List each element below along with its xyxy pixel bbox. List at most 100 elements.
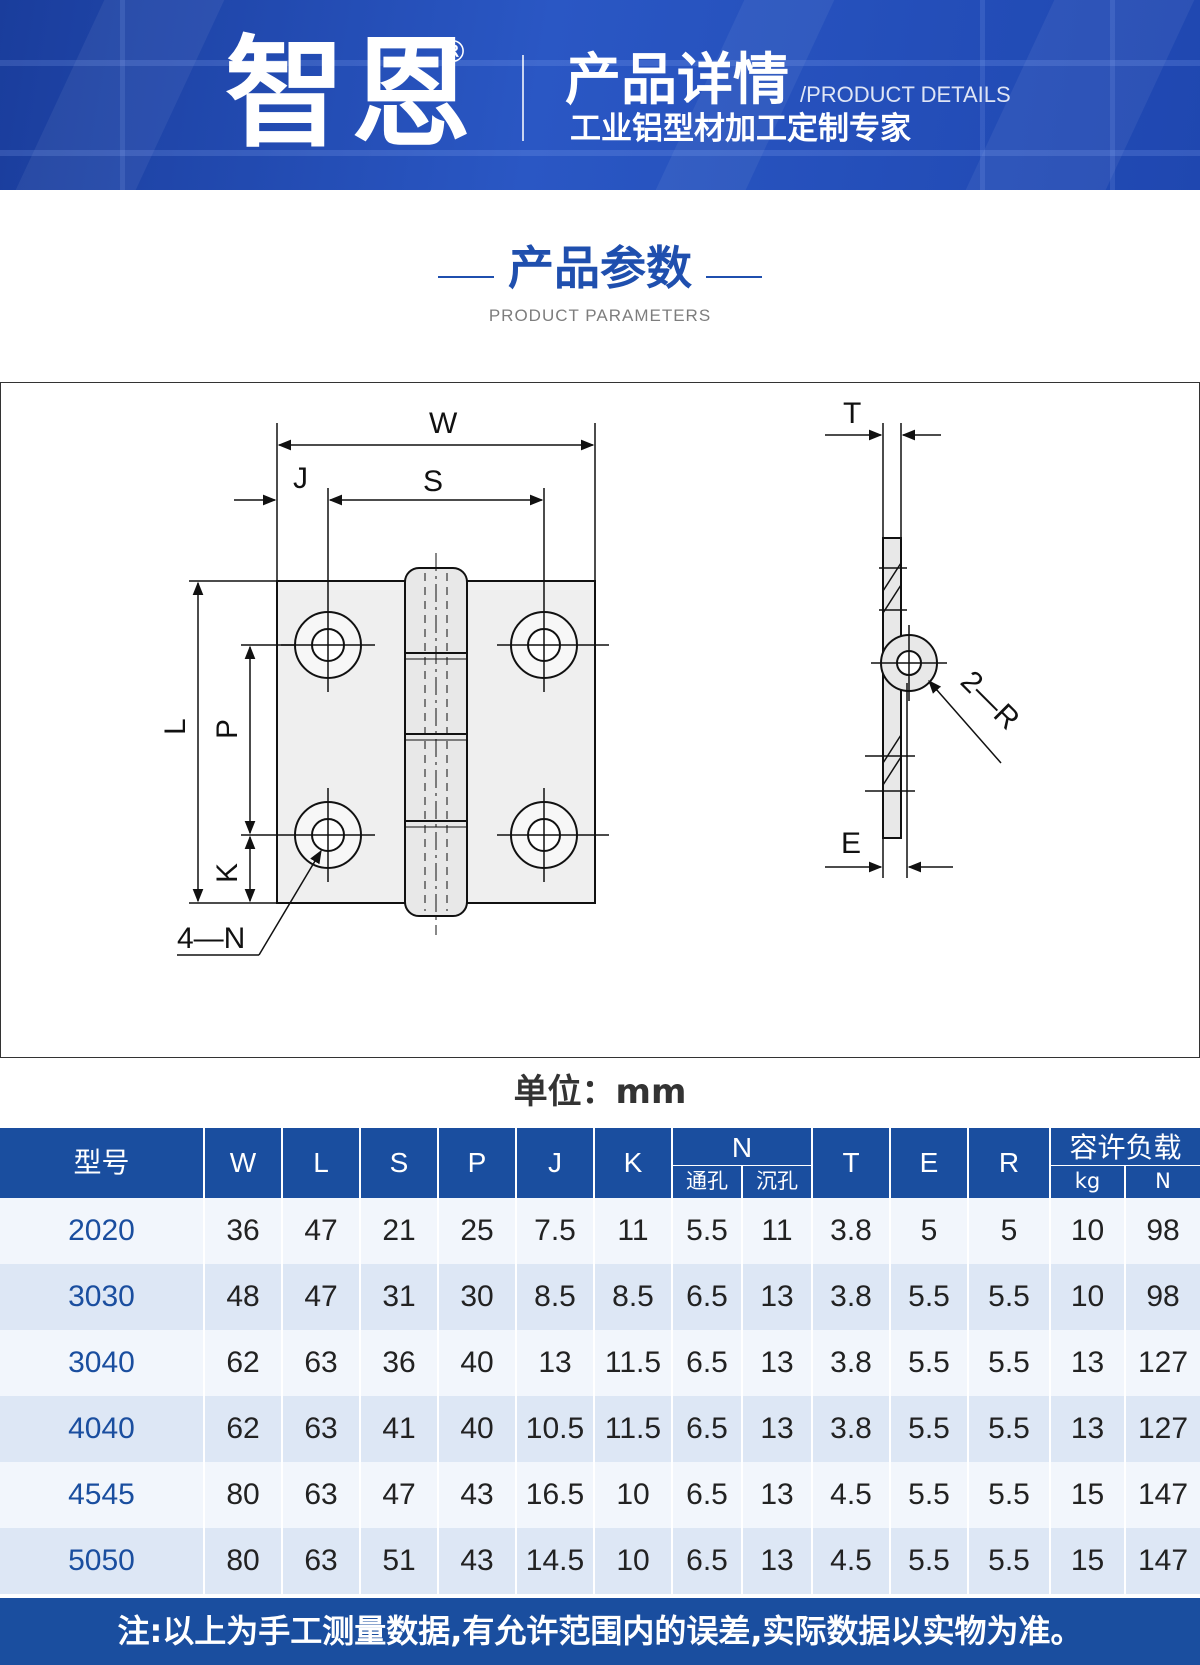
- table-cell-model: 5050: [68, 1544, 135, 1577]
- header-divider: [671, 1128, 673, 1198]
- table-cell: 63: [304, 1412, 338, 1445]
- table-cell: 63: [304, 1544, 338, 1577]
- table-cell: 15: [1070, 1544, 1105, 1577]
- table-cell: 6.5: [686, 1478, 728, 1511]
- table-cell: 10: [1070, 1280, 1105, 1313]
- table-divider: [437, 1528, 439, 1594]
- table-divider: [515, 1198, 517, 1264]
- table-cell: 6.5: [686, 1280, 728, 1313]
- banner-decor: [980, 0, 985, 190]
- table-divider: [593, 1396, 595, 1462]
- banner-decor: [120, 0, 125, 190]
- table-divider: [967, 1198, 969, 1264]
- table-divider: [889, 1462, 891, 1528]
- table-cell: 5: [1000, 1214, 1018, 1247]
- header-divider: [673, 1165, 811, 1166]
- table-divider: [889, 1264, 891, 1330]
- header-banner: 智恩 ® 产品详情 /PRODUCT DETAILS 工业铝型材加工定制专家: [0, 0, 1200, 190]
- table-cell: 11.5: [604, 1412, 662, 1445]
- table-divider: [671, 1396, 673, 1462]
- table-divider: [359, 1396, 361, 1462]
- page-title: 产品详情: [565, 48, 789, 113]
- table-cell: 43: [460, 1478, 494, 1511]
- table-divider: [1124, 1528, 1126, 1594]
- table-divider: [1124, 1330, 1126, 1396]
- table-divider: [1049, 1330, 1051, 1396]
- header-n: N: [731, 1132, 753, 1163]
- table-divider: [671, 1330, 673, 1396]
- hinge-side-view: [865, 537, 947, 839]
- table-divider: [203, 1528, 205, 1594]
- table-cell: 13: [760, 1280, 794, 1313]
- table-divider: [203, 1198, 205, 1264]
- table-divider: [811, 1264, 813, 1330]
- table-divider: [203, 1330, 205, 1396]
- table-cell: 43: [460, 1544, 494, 1577]
- slogan: 工业铝型材加工定制专家: [570, 111, 911, 147]
- table-divider: [967, 1396, 969, 1462]
- table-divider: [1124, 1264, 1126, 1330]
- table-cell: 5.5: [988, 1544, 1030, 1577]
- table-cell: 3.8: [830, 1214, 872, 1247]
- table-divider: [811, 1198, 813, 1264]
- table-divider: [1049, 1462, 1051, 1528]
- table-cell-model: 4040: [68, 1412, 135, 1445]
- table-cell: 5.5: [908, 1478, 950, 1511]
- header-k: K: [623, 1147, 643, 1178]
- table-divider: [515, 1528, 517, 1594]
- dim-label-r: 2—R: [954, 665, 1026, 737]
- table-divider: [1124, 1462, 1126, 1528]
- table-divider: [593, 1528, 595, 1594]
- table-cell: 5: [920, 1214, 938, 1247]
- table-divider: [281, 1396, 283, 1462]
- table-divider: [437, 1198, 439, 1264]
- table-divider: [811, 1462, 813, 1528]
- banner-decor: [1110, 0, 1115, 190]
- mounting-hole-tr: [497, 598, 609, 692]
- dim-label-p: P: [211, 719, 244, 739]
- header-divider: [967, 1128, 969, 1198]
- table-cell: 21: [382, 1214, 416, 1247]
- table-cell-model: 4545: [68, 1478, 135, 1511]
- header-l: L: [313, 1147, 329, 1178]
- table-cell: 80: [226, 1544, 260, 1577]
- table-header: 型号 W L S P J K N 通孔 沉孔 T E R 容许负载 kg N: [0, 1128, 1200, 1198]
- table-divider: [281, 1198, 283, 1264]
- table-divider: [967, 1330, 969, 1396]
- table-divider: [281, 1264, 283, 1330]
- table-divider: [741, 1396, 743, 1462]
- table-divider: [515, 1264, 517, 1330]
- table-cell: 5.5: [988, 1478, 1030, 1511]
- table-cell: 4.5: [830, 1478, 872, 1511]
- table-cell: 30: [460, 1280, 494, 1313]
- table-divider: [1124, 1396, 1126, 1462]
- table-cell: 10: [1070, 1214, 1105, 1247]
- table-divider: [359, 1264, 361, 1330]
- header-divider: [741, 1166, 743, 1198]
- brand-logo: 智恩: [225, 25, 477, 164]
- table-divider: [741, 1528, 743, 1594]
- table-divider: [811, 1396, 813, 1462]
- dim-label-l: L: [159, 718, 192, 735]
- table-cell: 5.5: [908, 1544, 950, 1577]
- table-divider: [1049, 1396, 1051, 1462]
- header-n-through: 通孔: [686, 1169, 728, 1193]
- table-cell: 147: [1137, 1544, 1189, 1577]
- table-cell: 5.5: [908, 1412, 950, 1445]
- table-divider: [437, 1264, 439, 1330]
- header-load: 容许负载: [1069, 1132, 1182, 1163]
- table-divider: [1049, 1528, 1051, 1594]
- table-divider: [359, 1198, 361, 1264]
- table-cell: 62: [226, 1346, 260, 1379]
- table-cell: 10: [616, 1478, 650, 1511]
- table-cell: 5.5: [988, 1346, 1030, 1379]
- table-divider: [515, 1330, 517, 1396]
- section-title: 产品参数: [0, 238, 1200, 298]
- table-cell: 11: [617, 1214, 649, 1247]
- table-cell: 31: [382, 1280, 416, 1313]
- header-divider: [281, 1128, 283, 1198]
- header-model: 型号: [73, 1147, 130, 1178]
- header-divider: [522, 55, 524, 141]
